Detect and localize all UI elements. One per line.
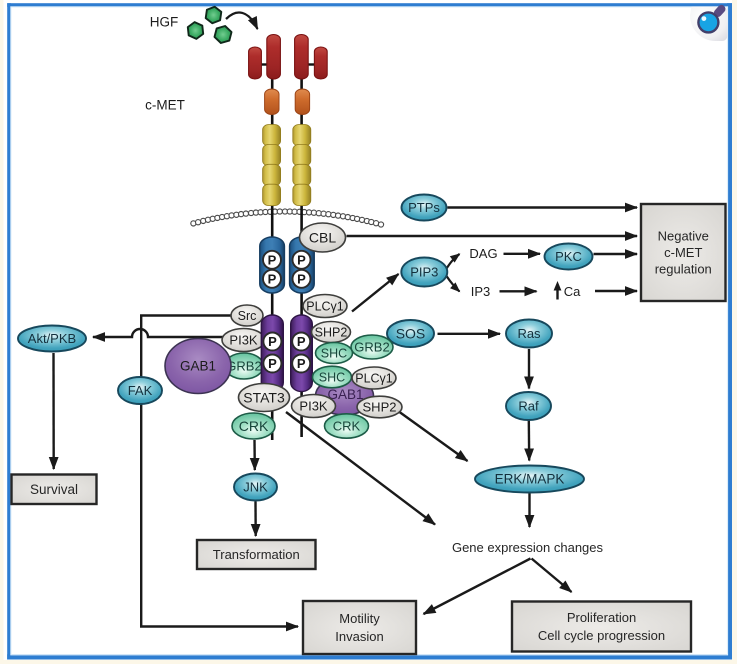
svg-text:P: P	[268, 356, 277, 371]
svg-text:Survival: Survival	[30, 482, 78, 497]
svg-text:P: P	[268, 334, 277, 349]
svg-text:PIP3: PIP3	[410, 265, 438, 280]
svg-text:JNK: JNK	[243, 480, 268, 495]
svg-text:DAG: DAG	[469, 246, 497, 261]
svg-text:PLCγ1: PLCγ1	[355, 371, 393, 385]
svg-text:Raf: Raf	[518, 399, 539, 414]
svg-text:c-MET: c-MET	[664, 245, 702, 260]
svg-text:ERK/MAPK: ERK/MAPK	[495, 472, 565, 487]
svg-text:GRB2: GRB2	[226, 359, 261, 374]
svg-text:P: P	[297, 253, 306, 268]
svg-text:Ras: Ras	[517, 326, 541, 341]
svg-text:CBL: CBL	[309, 229, 336, 245]
svg-text:P: P	[297, 334, 306, 349]
svg-text:PTPs: PTPs	[408, 200, 440, 215]
svg-text:PI3K: PI3K	[229, 333, 258, 348]
svg-text:SOS: SOS	[396, 325, 426, 341]
svg-text:P: P	[297, 272, 306, 287]
svg-text:HGF: HGF	[150, 15, 179, 30]
svg-text:PKC: PKC	[555, 249, 582, 264]
svg-text:PI3K: PI3K	[299, 399, 328, 414]
svg-text:STAT3: STAT3	[243, 389, 285, 405]
svg-text:P: P	[297, 356, 306, 371]
svg-text:P: P	[268, 272, 277, 287]
svg-text:Ca: Ca	[564, 284, 581, 299]
svg-text:Proliferation: Proliferation	[567, 610, 636, 625]
svg-text:Negative: Negative	[658, 229, 709, 244]
svg-text:GAB1: GAB1	[180, 359, 216, 374]
svg-text:PLCγ1: PLCγ1	[306, 299, 344, 313]
svg-text:Invasion: Invasion	[335, 629, 383, 644]
svg-text:CRK: CRK	[239, 418, 269, 434]
svg-text:Akt/PKB: Akt/PKB	[28, 331, 76, 346]
svg-text:GRB2: GRB2	[354, 340, 389, 355]
svg-text:SHC: SHC	[319, 370, 345, 384]
svg-text:IP3: IP3	[471, 284, 491, 299]
svg-text:c-MET: c-MET	[145, 98, 185, 113]
svg-text:regulation: regulation	[655, 262, 712, 277]
svg-text:SHC: SHC	[321, 346, 347, 360]
svg-text:P: P	[268, 253, 277, 268]
svg-text:Src: Src	[238, 309, 257, 323]
svg-text:SHP2: SHP2	[363, 400, 397, 415]
svg-text:Cell cycle progression: Cell cycle progression	[538, 628, 665, 643]
svg-text:GAB1: GAB1	[327, 387, 363, 402]
svg-text:CRK: CRK	[333, 419, 361, 434]
svg-text:Motility: Motility	[339, 611, 380, 626]
svg-text:FAK: FAK	[128, 383, 153, 398]
svg-text:SHP2: SHP2	[315, 325, 348, 339]
svg-text:Transformation: Transformation	[213, 547, 300, 562]
svg-text:Gene expression changes: Gene expression changes	[452, 540, 604, 555]
